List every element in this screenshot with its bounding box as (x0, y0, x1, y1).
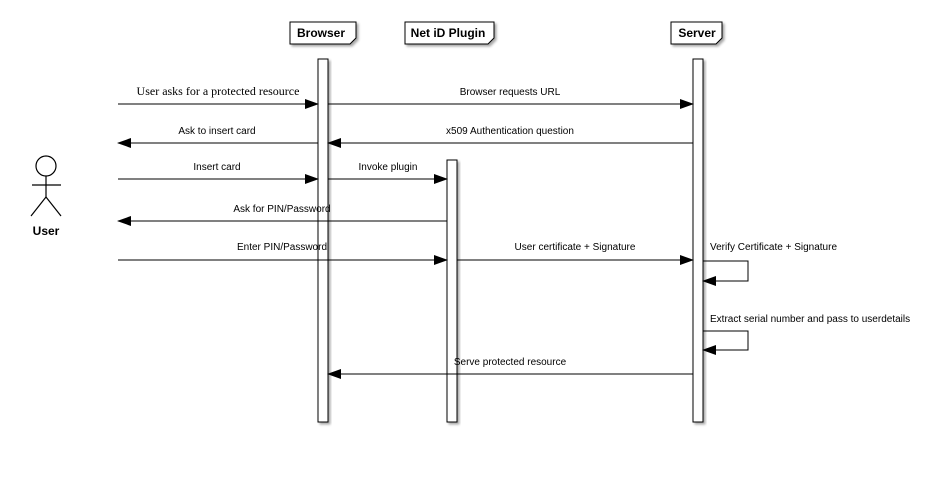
message-2-label: Browser requests URL (460, 87, 561, 98)
message-10-label: Verify Certificate + Signature (710, 242, 837, 253)
message-1: User asks for a protected resource (118, 84, 319, 109)
participant-plugin-box (404, 21, 495, 45)
message-4-label: x509 Authentication question (446, 126, 574, 137)
message-11-self: Extract serial number and pass to userde… (702, 314, 910, 355)
message-3-label: Ask to insert card (178, 126, 255, 137)
message-6: Invoke plugin (328, 162, 448, 184)
participant-browser: Browser (289, 21, 357, 45)
message-5: Insert card (118, 162, 319, 184)
participant-server: Server (670, 21, 723, 45)
participant-server-box (670, 21, 723, 45)
message-12-label: Serve protected resource (454, 357, 567, 368)
message-8: Enter PIN/Password (118, 242, 448, 265)
actor-user: User (30, 155, 62, 238)
message-5-label: Insert card (193, 162, 240, 173)
participant-plugin: Net iD Plugin (404, 21, 495, 45)
message-2: Browser requests URL (328, 87, 694, 109)
message-6-label: Invoke plugin (359, 162, 418, 173)
participant-plugin-label: Net iD Plugin (411, 26, 486, 40)
message-4: x509 Authentication question (327, 126, 693, 148)
activation-browser (317, 58, 329, 423)
message-11-arrow (702, 330, 749, 355)
message-8-label: Enter PIN/Password (237, 242, 327, 253)
message-9: User certificate + Signature (457, 242, 694, 265)
participant-server-label: Server (678, 26, 716, 40)
message-1-label: User asks for a protected resource (137, 84, 300, 98)
actor-user-label: User (33, 224, 60, 238)
message-3: Ask to insert card (117, 126, 318, 148)
participant-browser-box (289, 21, 357, 45)
activation-server (692, 58, 704, 423)
message-7-label: Ask for PIN/Password (233, 204, 330, 215)
message-10-self: Verify Certificate + Signature (702, 242, 837, 286)
message-12: Serve protected resource (327, 357, 693, 379)
participant-browser-label: Browser (297, 26, 345, 40)
message-9-label: User certificate + Signature (515, 242, 636, 253)
activation-plugin (446, 159, 458, 423)
actor-user-icon (30, 155, 62, 217)
message-7: Ask for PIN/Password (117, 204, 447, 226)
message-10-arrow (702, 260, 749, 286)
message-11-label: Extract serial number and pass to userde… (710, 314, 910, 325)
